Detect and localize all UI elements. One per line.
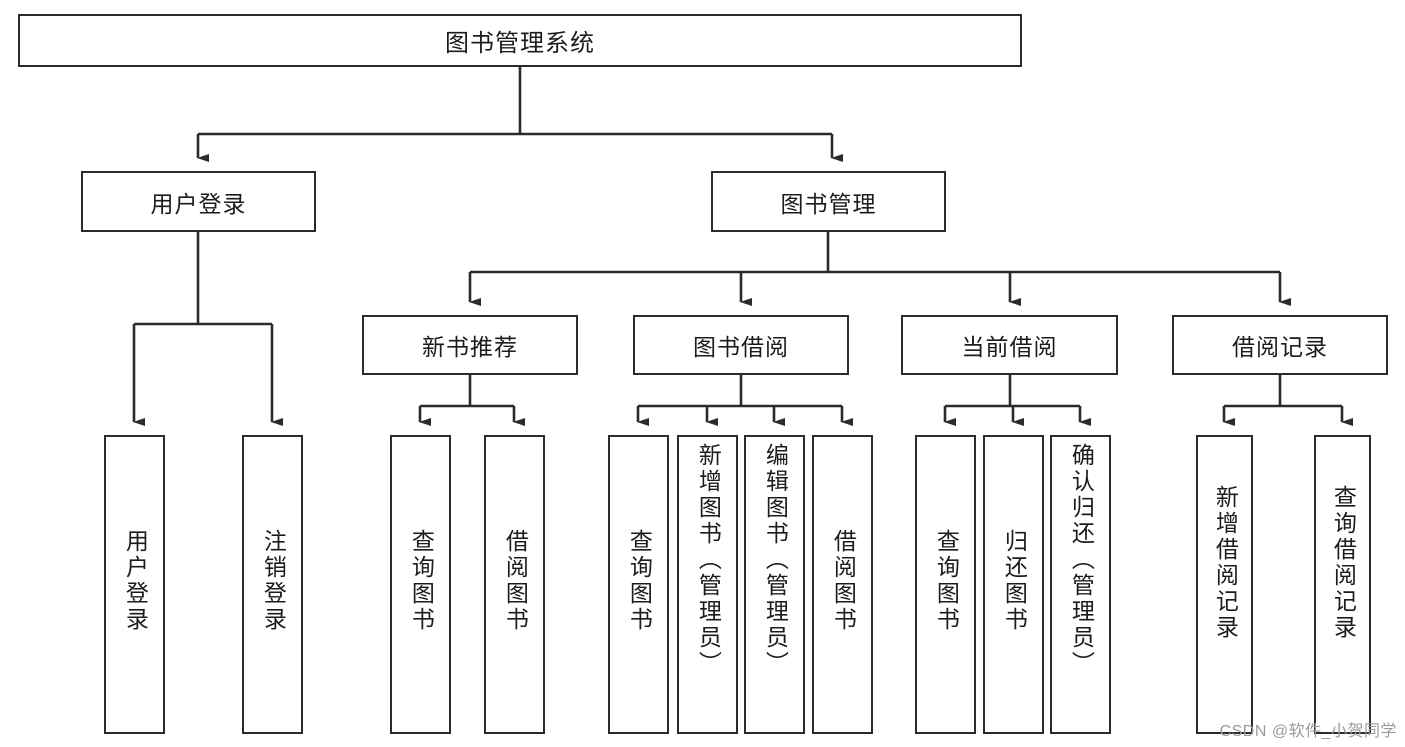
leaf-label: 查询图书 [933, 529, 960, 633]
node-label: 借阅记录 [1232, 334, 1328, 360]
leaf-label: 查询借阅记录 [1330, 485, 1357, 641]
leaf-label: 查询图书 [408, 529, 435, 633]
node-borrow-record[interactable]: 借阅记录 [1172, 315, 1388, 375]
leaf-borrow-borrow-book[interactable]: 借阅图书 [812, 435, 873, 734]
leaf-label: 查询图书 [626, 529, 653, 633]
leaf-label: 借阅图书 [502, 529, 529, 633]
node-label: 当前借阅 [961, 334, 1058, 360]
leaf-label: 新增借阅记录 [1212, 485, 1239, 641]
leaf-record-query-record[interactable]: 查询借阅记录 [1314, 435, 1371, 734]
leaf-label: 借阅图书 [830, 529, 857, 633]
leaf-record-add-record[interactable]: 新增借阅记录 [1196, 435, 1253, 734]
watermark-text: CSDN @软件_小贺同学 [1219, 723, 1397, 740]
leaf-label: 注销登录 [260, 529, 287, 633]
leaf-current-return-book[interactable]: 归还图书 [983, 435, 1044, 734]
node-root-system[interactable]: 图书管理系统 [18, 14, 1022, 67]
node-label: 图书管理系统 [445, 30, 595, 57]
leaf-current-query-book[interactable]: 查询图书 [915, 435, 976, 734]
leaf-label: 归还图书 [1001, 529, 1028, 633]
node-current-borrow[interactable]: 当前借阅 [901, 315, 1118, 375]
leaf-label: 编辑图书（管理员） [762, 443, 789, 677]
leaf-label: 确认归还（管理员） [1068, 443, 1095, 677]
node-book-management[interactable]: 图书管理 [711, 171, 946, 232]
node-label: 新书推荐 [422, 334, 518, 360]
leaf-borrow-add-book-admin[interactable]: 新增图书（管理员） [677, 435, 738, 734]
leaf-current-confirm-return-admin[interactable]: 确认归还（管理员） [1050, 435, 1111, 734]
leaf-borrow-query-book[interactable]: 查询图书 [608, 435, 669, 734]
leaf-user-login-logout[interactable]: 注销登录 [242, 435, 303, 734]
node-label: 图书管理 [780, 190, 877, 217]
leaf-borrow-edit-book-admin[interactable]: 编辑图书（管理员） [744, 435, 805, 734]
leaf-recommend-borrow-book[interactable]: 借阅图书 [484, 435, 545, 734]
leaf-label: 新增图书（管理员） [695, 443, 722, 677]
node-book-borrow[interactable]: 图书借阅 [633, 315, 849, 375]
leaf-label: 用户登录 [122, 529, 149, 633]
node-label: 用户登录 [150, 190, 247, 217]
node-new-book-recommend[interactable]: 新书推荐 [362, 315, 578, 375]
node-user-login[interactable]: 用户登录 [81, 171, 316, 232]
leaf-user-login-login[interactable]: 用户登录 [104, 435, 165, 734]
node-label: 图书借阅 [693, 334, 789, 360]
leaf-recommend-query-book[interactable]: 查询图书 [390, 435, 451, 734]
